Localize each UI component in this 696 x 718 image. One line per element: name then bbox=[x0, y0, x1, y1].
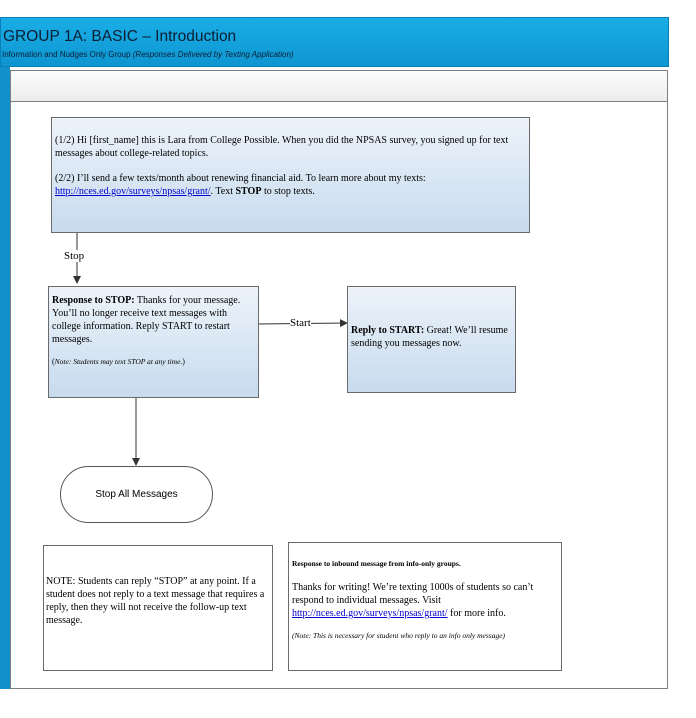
subtitle-note: (Responses Delivered by Texting Applicat… bbox=[132, 50, 294, 59]
swimlane-header bbox=[10, 70, 668, 102]
start-reply-text: Reply to START: Great! We’ll resume send… bbox=[351, 325, 508, 349]
start-label: Start bbox=[290, 317, 311, 329]
note-text: NOTE: Students can reply “STOP” at any p… bbox=[46, 576, 265, 626]
intro-message-part2: (2/2) I’ll send a few texts/month about … bbox=[55, 173, 426, 197]
stop-all-messages-terminal: Stop All Messages bbox=[60, 466, 213, 523]
inbound-note: (Note: This is necessary for student who… bbox=[292, 631, 506, 640]
stop-label: Stop bbox=[64, 250, 85, 262]
note-box: NOTE: Students can reply “STOP” at any p… bbox=[43, 545, 273, 671]
stop-response-text: Response to STOP: Thanks for your messag… bbox=[52, 295, 241, 345]
stop-response-box: Response to STOP: Thanks for your messag… bbox=[48, 286, 259, 398]
survey-link[interactable]: http://nces.ed.gov/surveys/npsas/grant/ bbox=[55, 186, 211, 197]
inbound-text: Thanks for writing! We’re texting 1000s … bbox=[292, 582, 534, 619]
start-reply-box: Reply to START: Great! We’ll resume send… bbox=[347, 286, 516, 393]
inbound-heading: Response to inbound message from info-on… bbox=[292, 559, 461, 568]
inbound-response-box: Response to inbound message from info-on… bbox=[288, 542, 562, 671]
page-title: GROUP 1A: BASIC – Introduction bbox=[3, 28, 237, 45]
intro-message-part1: (1/2) Hi [first_name] this is Lara from … bbox=[55, 135, 509, 159]
stop-response-note: (Note: Students may text STOP at any tim… bbox=[52, 357, 185, 366]
subtitle-main: Information and Nudges Only Group bbox=[2, 50, 133, 59]
inbound-survey-link[interactable]: http://nces.ed.gov/surveys/npsas/grant/ bbox=[292, 608, 448, 619]
page-subtitle: Information and Nudges Only Group (Respo… bbox=[2, 50, 294, 59]
page-header: GROUP 1A: BASIC – Introduction Informati… bbox=[0, 17, 669, 67]
swimlane-sidebar bbox=[0, 67, 10, 689]
intro-message-box: (1/2) Hi [first_name] this is Lara from … bbox=[51, 117, 530, 233]
